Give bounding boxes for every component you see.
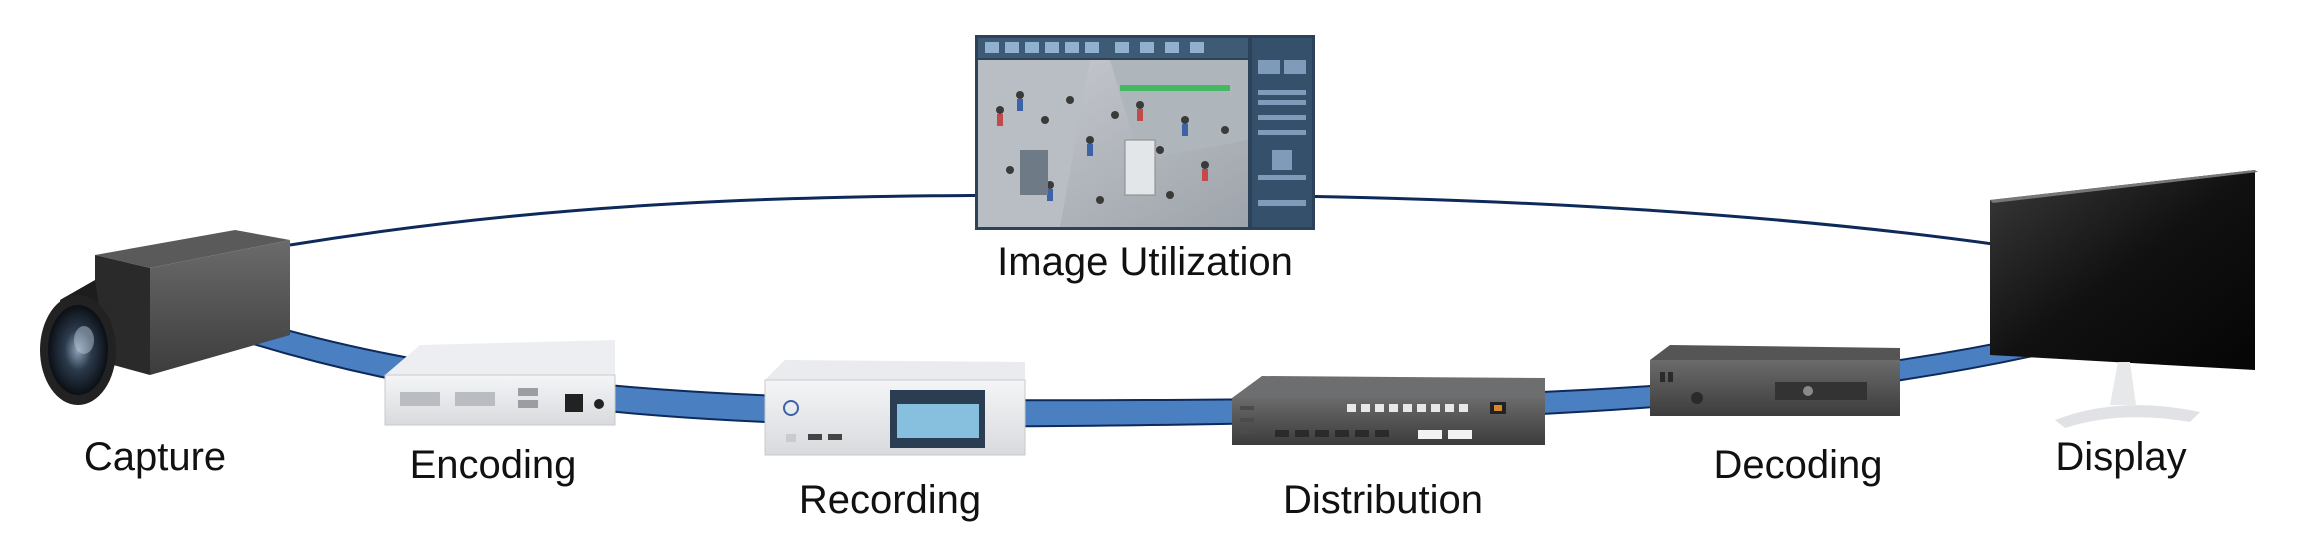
node-label-decoding: Decoding — [1713, 443, 1883, 487]
network-switch-icon — [1232, 376, 1545, 445]
node-label-display: Display — [2055, 435, 2187, 479]
node-label-distribution: Distribution — [1282, 478, 1484, 522]
decoder-box-icon — [1650, 345, 1900, 416]
node-label-recording: Recording — [798, 478, 982, 522]
node-label-encoding: Encoding — [409, 443, 577, 487]
node-label-image-utilization: Image Utilization — [997, 240, 1293, 284]
encoder-box-icon — [384, 340, 616, 426]
node-label-capture: Capture — [83, 435, 227, 479]
monitor-icon — [1990, 170, 2258, 428]
camera-icon — [40, 230, 290, 405]
image-utilization-screen — [975, 35, 1315, 230]
recorder-box-icon — [764, 360, 1026, 456]
